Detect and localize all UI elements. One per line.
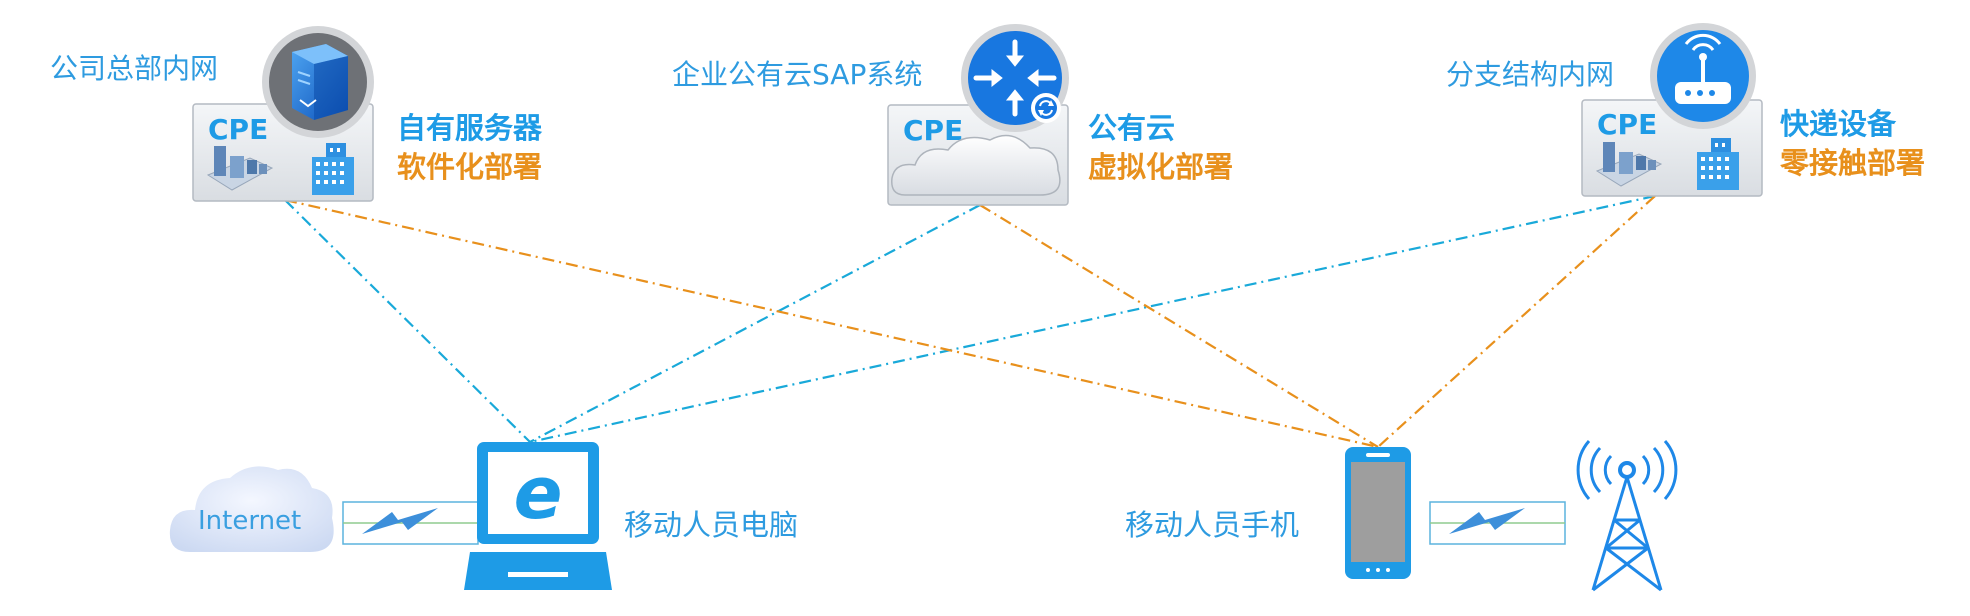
site-hq: 公司总部内网 CPE [50, 26, 543, 202]
link-cloud-phone [979, 204, 1379, 448]
hq-cpe-label: CPE [208, 113, 268, 146]
connection-lines [284, 194, 1656, 449]
server-icon [262, 26, 374, 138]
site-branch: 分支结构内网 CPE [1446, 23, 1925, 197]
branch-cpe-label: CPE [1597, 108, 1657, 141]
cloud-icon [891, 134, 1061, 196]
laptop: e 移动人员电脑 [464, 442, 798, 590]
phone-label: 移动人员手机 [1125, 508, 1299, 542]
link-branch-phone [1377, 195, 1656, 448]
cloud-site-label: 企业公有云SAP系统 [672, 58, 922, 91]
hq-feature-sub: 软件化部署 [397, 150, 542, 184]
hq-feature-main: 自有服务器 [397, 111, 543, 145]
hq-site-label: 公司总部内网 [50, 52, 218, 85]
site-cloud: 企业公有云SAP系统 CPE 公有云 [672, 24, 1233, 206]
branch-site-label: 分支结构内网 [1446, 58, 1614, 91]
phone: 移动人员手机 [1125, 447, 1566, 579]
lightning-icon [362, 508, 438, 534]
cell-tower-icon [1576, 440, 1678, 592]
svg-text:e: e [514, 451, 563, 535]
cloud-cpe-label: CPE [903, 114, 963, 147]
building-icon [1697, 138, 1739, 190]
laptop-label: 移动人员电脑 [624, 508, 798, 542]
branch-feature-main: 快递设备 [1780, 107, 1897, 141]
link-branch-laptop [529, 194, 1656, 444]
cloud-feature-main: 公有云 [1088, 111, 1175, 145]
campus-icon [1595, 142, 1663, 187]
cloud-icon [169, 466, 334, 552]
campus-icon [206, 146, 274, 191]
building-icon [312, 143, 354, 195]
wifi-router-icon [1650, 23, 1756, 129]
mobile-phone-icon [1345, 447, 1411, 579]
link-hq-phone [284, 198, 1379, 449]
cloud-feature-sub: 虚拟化部署 [1088, 150, 1233, 184]
link-hq-laptop [284, 199, 531, 443]
lightning-icon [1449, 508, 1525, 534]
laptop-ie-icon: e [464, 442, 612, 590]
router-icon [961, 24, 1069, 132]
link-cloud-laptop [529, 204, 981, 443]
branch-feature-sub: 零接触部署 [1780, 146, 1925, 180]
internet-link: Internet [169, 466, 479, 552]
internet-label: Internet [198, 506, 301, 536]
